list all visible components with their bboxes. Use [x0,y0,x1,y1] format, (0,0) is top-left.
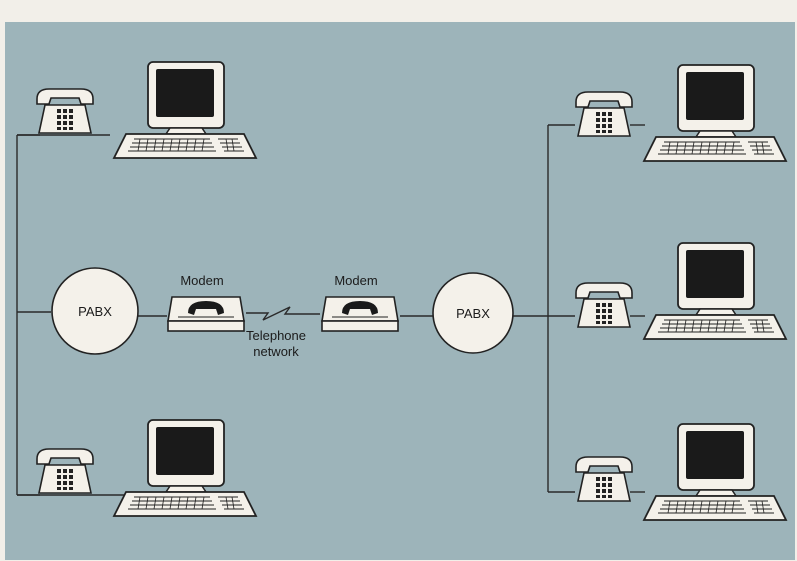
modem-icon [168,297,244,331]
telephone-icon [37,449,93,493]
telephone-icon [576,283,632,327]
network-label-line1: Telephone [246,328,306,343]
pabx-right-label: PABX [456,306,490,321]
telephone-icon [576,92,632,136]
telephone-icon [37,89,93,133]
network-label-line2: network [253,344,299,359]
modem-right-label: Modem [334,273,377,288]
modem-icon [322,297,398,331]
telephone-icon [576,457,632,501]
modem-left-label: Modem [180,273,223,288]
pabx-left-label: PABX [78,304,112,319]
